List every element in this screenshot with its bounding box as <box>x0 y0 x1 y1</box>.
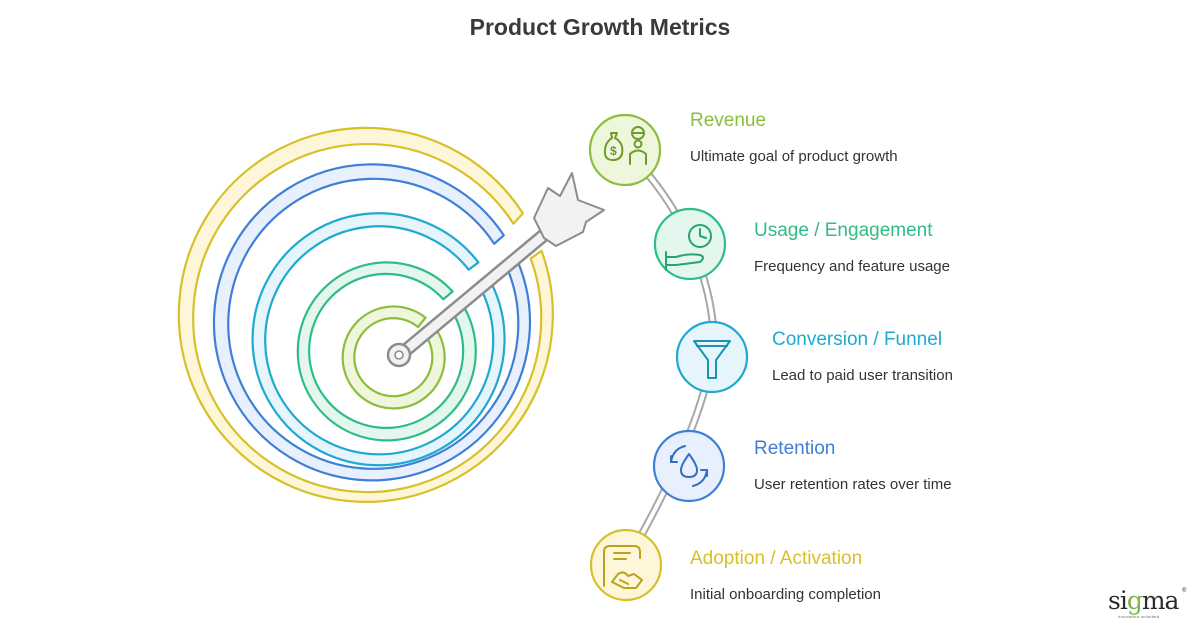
funnel-icon <box>693 340 731 379</box>
metric-circle-usage <box>653 207 727 281</box>
metric-title-adoption: Adoption / Activation <box>690 548 863 569</box>
arrow-graphic <box>386 172 605 368</box>
metric-title-conversion: Conversion / Funnel <box>772 329 943 350</box>
sigma-logo: sigma innovation unlimited ® <box>1108 588 1188 624</box>
page-title: Product Growth Metrics <box>469 14 731 40</box>
metric-desc-revenue: Ultimate goal of product growth <box>690 148 898 165</box>
metric-circle-revenue: $ <box>588 113 662 187</box>
svg-text:$: $ <box>610 144 617 158</box>
metric-title-usage: Usage / Engagement <box>754 220 933 241</box>
ring-adoption <box>177 126 554 503</box>
arrow-fletching <box>533 172 605 247</box>
metric-title-retention: Retention <box>754 438 836 459</box>
money-bag-person-icon: $ <box>603 126 647 165</box>
metric-desc-conversion: Lead to paid user transition <box>772 367 953 384</box>
metric-circle-retention <box>652 429 726 503</box>
logo-tagline: innovation unlimited <box>1118 614 1160 619</box>
ring-usage <box>296 261 477 442</box>
metric-desc-adoption: Initial onboarding completion <box>690 586 881 603</box>
logo-registered-mark: ® <box>1182 588 1187 594</box>
metric-desc-retention: User retention rates over time <box>754 476 952 493</box>
metric-desc-usage: Frequency and feature usage <box>754 258 950 275</box>
target-rings <box>177 126 554 503</box>
metric-circle-adoption <box>589 528 663 602</box>
clock-hand-icon <box>665 224 712 271</box>
document-handshake-icon <box>603 545 643 589</box>
logo-wordmark: sigma <box>1108 586 1179 615</box>
droplet-cycle-icon <box>670 445 708 487</box>
ring-retention <box>212 163 532 482</box>
metric-title-revenue: Revenue <box>690 110 767 131</box>
metric-circle-conversion <box>675 320 749 394</box>
